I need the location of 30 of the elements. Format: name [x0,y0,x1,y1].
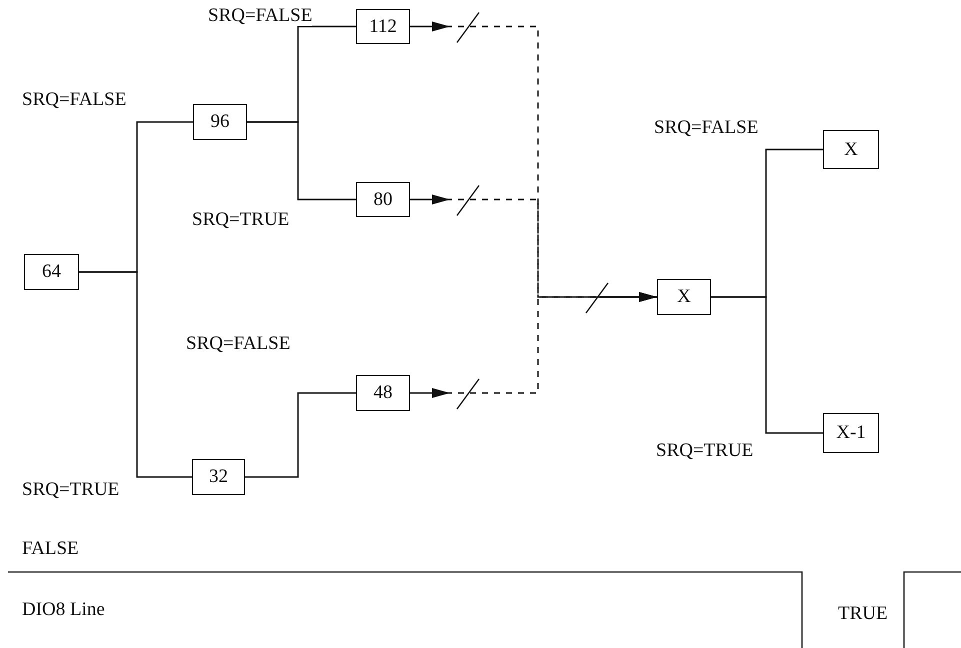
connector-line [245,392,356,478]
connector-line [711,296,823,434]
value-box [192,459,245,495]
node-text: 96 [210,111,230,133]
edge-label: SRQ=FALSE [654,118,758,138]
value-box [356,9,410,44]
node-text: 112 [369,16,397,38]
node-text: 64 [42,261,61,283]
node-text: 48 [374,382,392,404]
node-text: X [677,286,691,308]
value-box [823,413,879,453]
value-box [24,254,79,290]
value-box [193,104,247,140]
value-box [823,130,879,169]
edge-label: SRQ=FALSE [22,90,126,110]
node-text: 80 [374,188,392,210]
edge-label: SRQ=TRUE [22,480,120,500]
edge-label: SRQ=FALSE [186,334,290,354]
value-box [356,375,410,411]
node-text: X [844,138,858,160]
value-box [356,182,410,217]
connector-line [79,271,192,478]
edge-label: SRQ=TRUE [192,210,290,230]
node-text: X-1 [836,422,866,444]
edge-label: SRQ=FALSE [208,6,312,26]
dashed-arrow [410,292,657,398]
edge-label: SRQ=TRUE [656,441,754,461]
connector-line [247,121,356,200]
node-text: 32 [209,466,228,488]
value-box [657,279,711,315]
